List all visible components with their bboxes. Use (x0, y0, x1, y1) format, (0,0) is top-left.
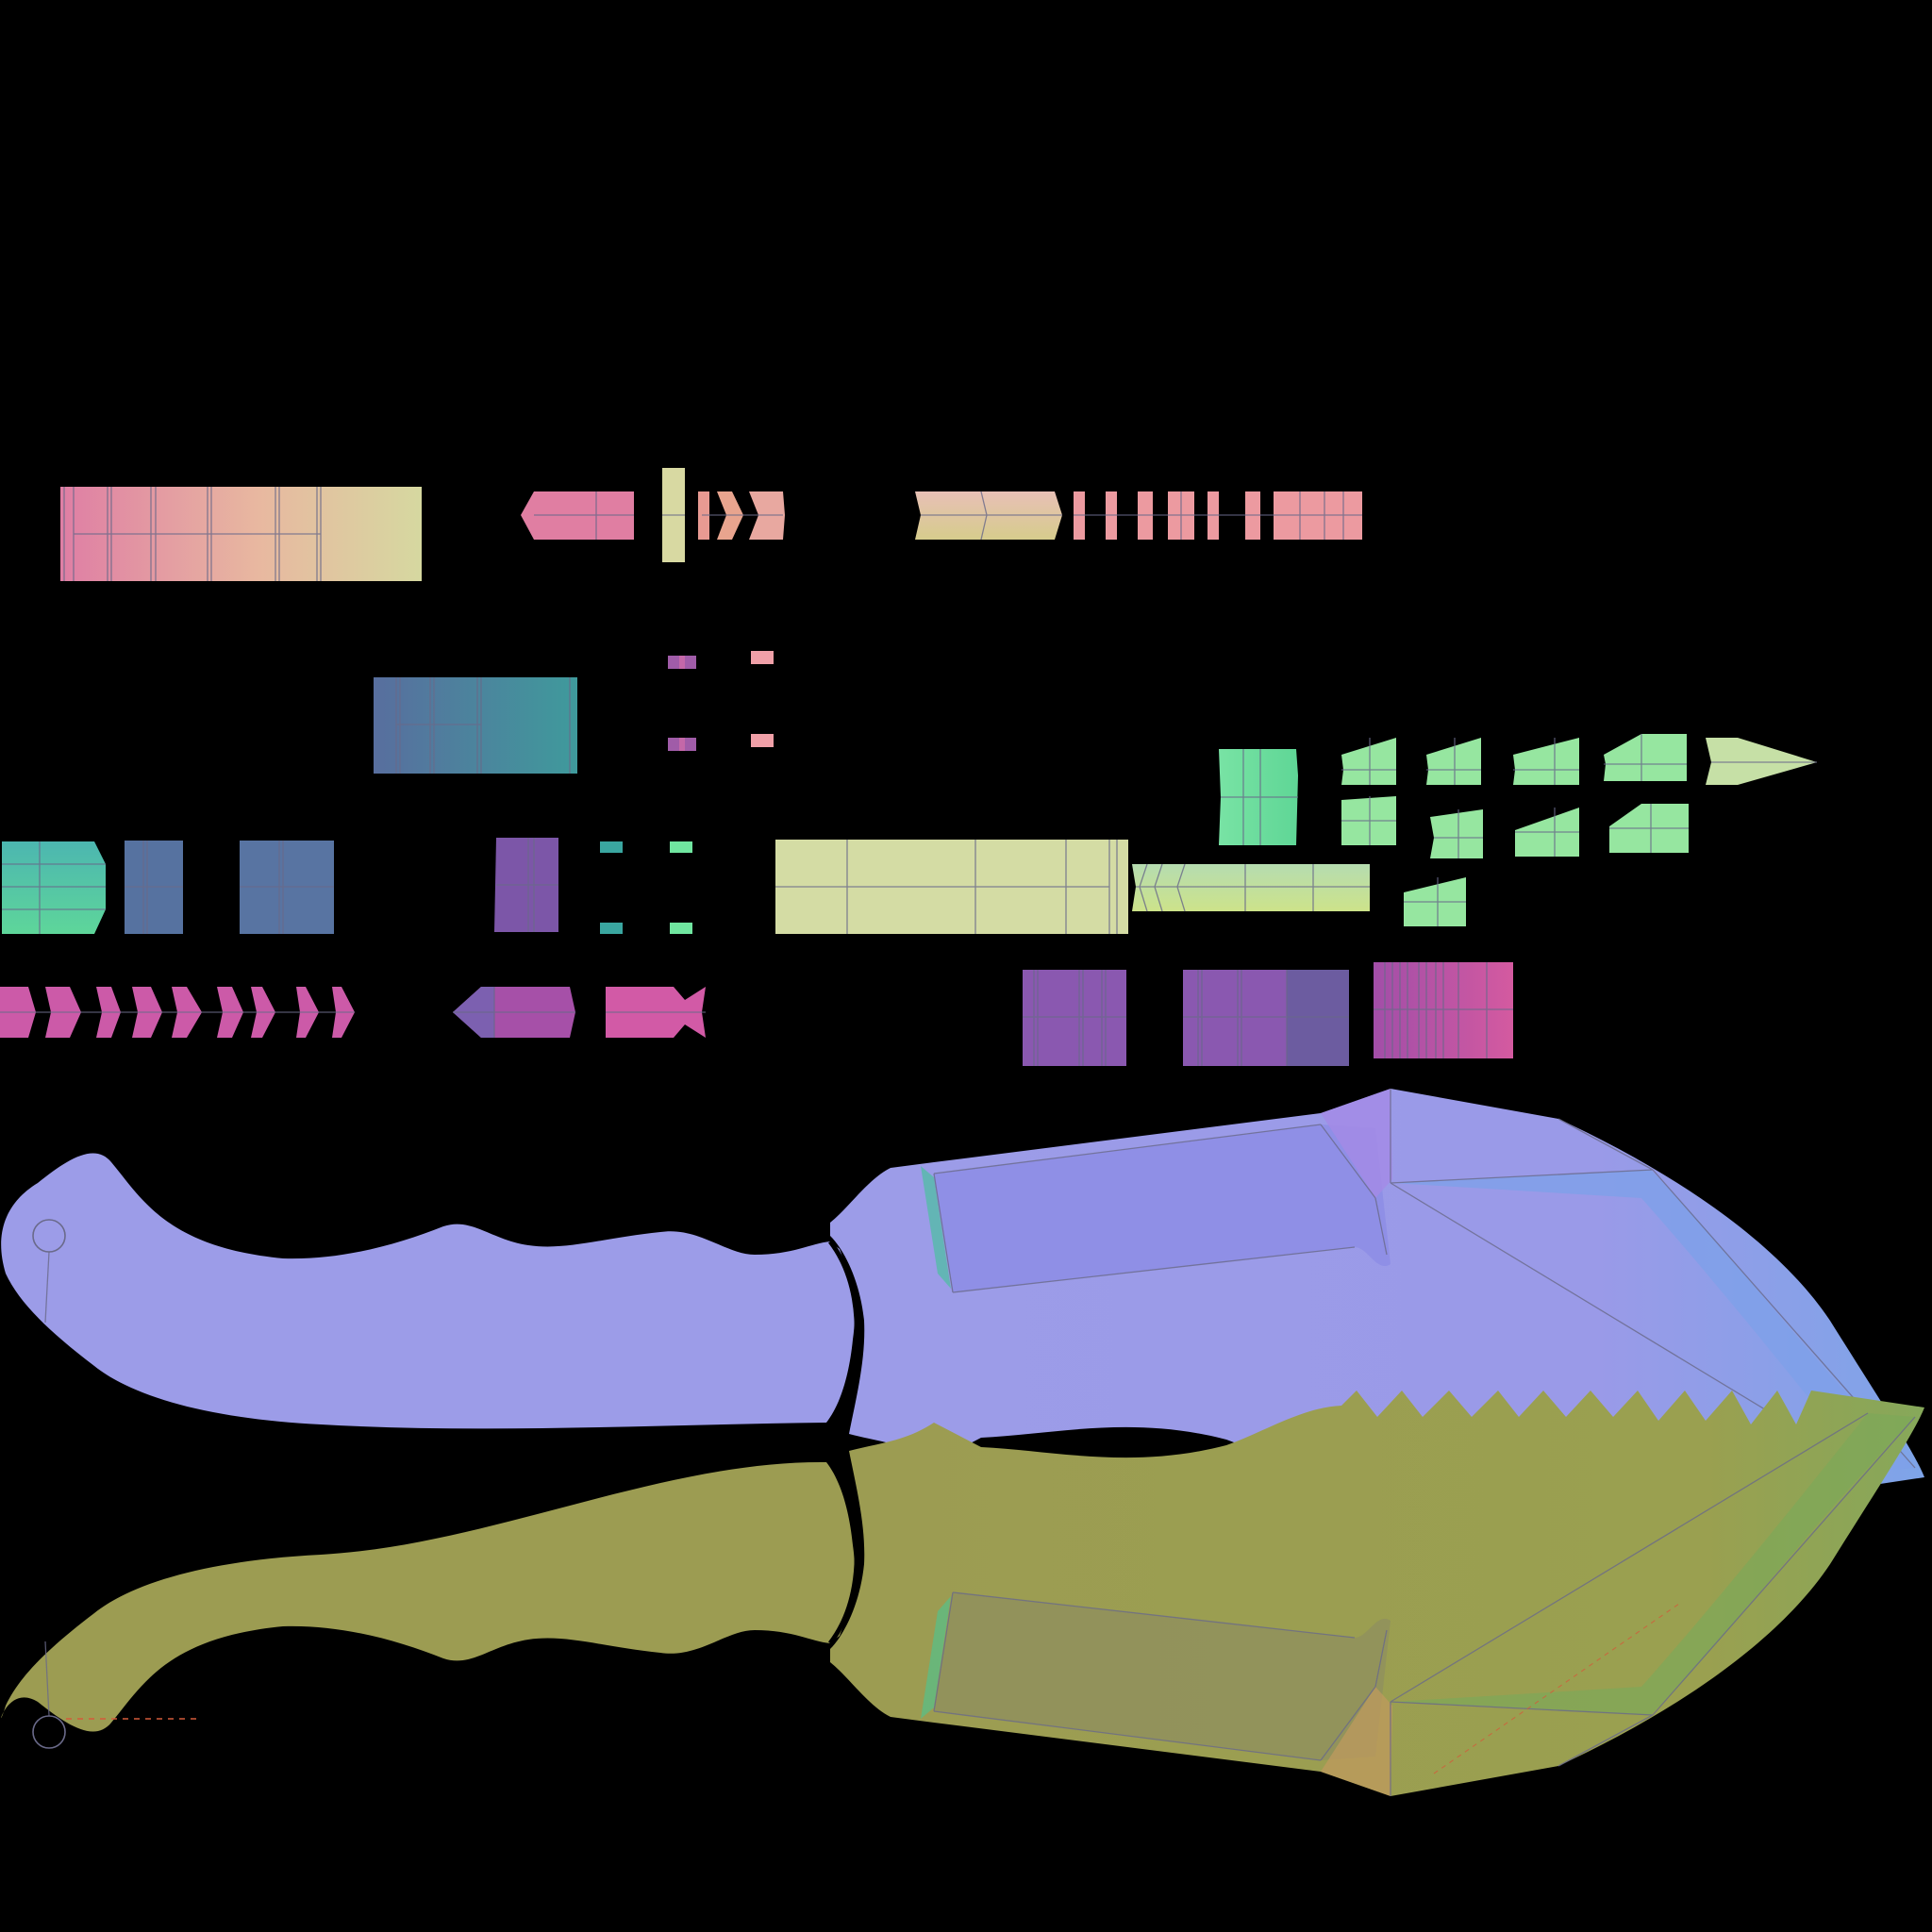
uv-island-green-cluster (1219, 734, 1817, 926)
knife-top-handle (1, 1153, 855, 1429)
uv-island-purple-block-a (1023, 970, 1126, 1066)
uv-island-pink-tick-row (1074, 491, 1362, 540)
uv-island-row-3 (2, 838, 1370, 934)
uv-island-teal-hex (2, 841, 106, 934)
uv-island-row-4 (0, 962, 1513, 1066)
uv-island-magenta-chevrons (0, 987, 355, 1038)
uv-island-row-2 (374, 651, 1817, 926)
uv-island-tiny-squares (668, 651, 774, 751)
uv-island-tiny-green-squares (600, 841, 692, 934)
uv-island-small-chevrons (698, 491, 785, 540)
uv-island-green-gradient-strip (1132, 864, 1370, 911)
uv-island-row-1 (60, 468, 1362, 581)
uv-island-knife-bottom (1, 1391, 1924, 1796)
knife-bottom-handle (1, 1461, 855, 1732)
uv-island-slate-teal-block (374, 677, 577, 774)
